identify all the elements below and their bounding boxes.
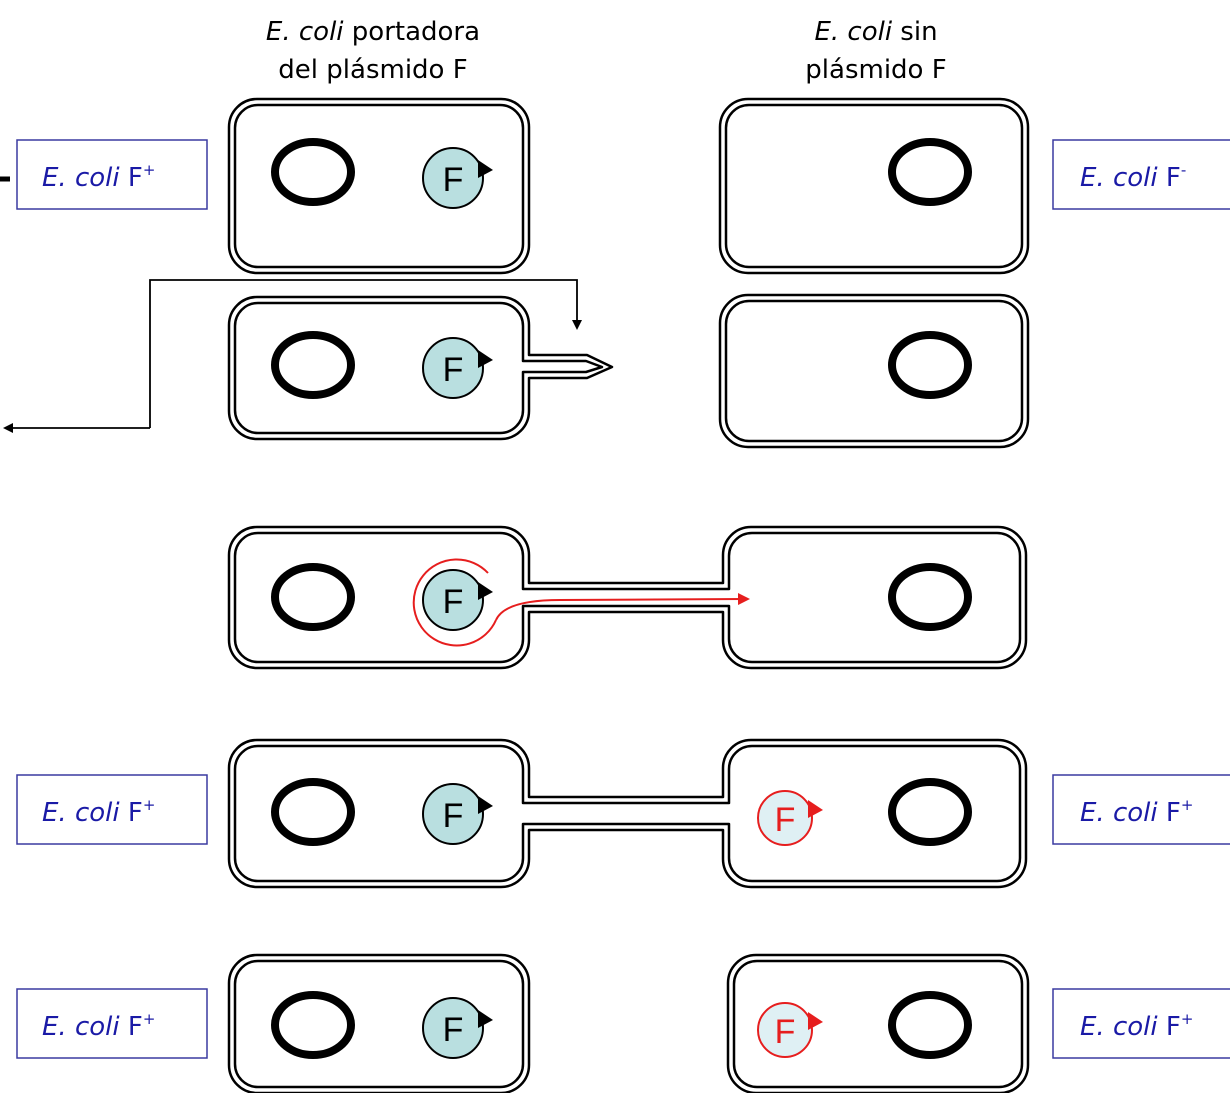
svg-text:E. coli F+: E. coli F+ (42, 161, 155, 193)
svg-text:F: F (443, 351, 464, 389)
row3-connected-cells (227, 525, 1028, 670)
label-row1-left: E. coli F+ (16, 139, 208, 210)
row4-donor-chromosome (271, 778, 355, 846)
svg-text:F: F (775, 801, 796, 839)
row5-left-chromosome (271, 991, 355, 1059)
row3-donor-chromosome (271, 563, 355, 631)
row1-donor-chromosome (271, 138, 355, 206)
svg-text:E. coli F-: E. coli F- (1080, 161, 1186, 193)
row5-left-cell (227, 953, 531, 1093)
svg-text:E. coli portadora: E. coli portadora (266, 17, 480, 47)
row2-recipient-cell (718, 293, 1030, 449)
row5-right-chromosome (888, 991, 972, 1059)
svg-text:E. coli F+: E. coli F+ (1080, 1010, 1193, 1042)
replicating-strand-arc (412, 558, 497, 647)
header-right-column: E. coli sin plásmido F (805, 17, 946, 85)
row3-donor-plasmid: F (422, 569, 493, 631)
pilus-down-arrow (149, 279, 582, 428)
svg-text:E. coli F+: E. coli F+ (42, 796, 155, 828)
row4-recipient-plasmid-new: F (757, 790, 823, 846)
row4-donor-plasmid: F (422, 783, 493, 845)
row2-donor-cell-with-pilus (227, 295, 614, 441)
row4-recipient-chromosome (888, 778, 972, 846)
row3-recipient-chromosome (888, 563, 972, 631)
row2-donor-chromosome (271, 331, 355, 399)
svg-text:E. coli sin: E. coli sin (814, 17, 937, 47)
svg-text:F: F (775, 1013, 796, 1051)
svg-text:E. coli F+: E. coli F+ (1080, 796, 1193, 828)
label-row4-left: E. coli F+ (16, 774, 208, 845)
svg-text:F: F (443, 1011, 464, 1049)
svg-text:plásmido F: plásmido F (805, 55, 946, 85)
row1-donor-cell (227, 97, 531, 275)
label-row5-right: E. coli F+ (1052, 988, 1230, 1059)
row5-right-plasmid: F (757, 1002, 823, 1058)
label-row5-left: E. coli F+ (16, 988, 208, 1059)
svg-text:F: F (443, 797, 464, 835)
row1-donor-plasmid: F (422, 147, 493, 209)
svg-text:del plásmido F: del plásmido F (278, 55, 467, 85)
transferred-strand-arrow (495, 593, 750, 621)
row5-right-cell (726, 953, 1030, 1093)
row1-recipient-chromosome (888, 138, 972, 206)
row1-recipient-cell (718, 97, 1030, 275)
row4-connected-cells (227, 738, 1028, 889)
header-left-column: E. coli portadora del plásmido F (266, 17, 480, 85)
svg-text:F: F (443, 583, 464, 621)
label-row4-right: E. coli F+ (1052, 774, 1230, 845)
svg-text:F: F (443, 161, 464, 199)
row2-recipient-chromosome (888, 331, 972, 399)
label-row1-right: E. coli F- (1052, 139, 1230, 210)
svg-text:E. coli F+: E. coli F+ (42, 1010, 155, 1042)
row5-left-plasmid: F (422, 997, 493, 1059)
row2-donor-plasmid: F (422, 337, 493, 399)
